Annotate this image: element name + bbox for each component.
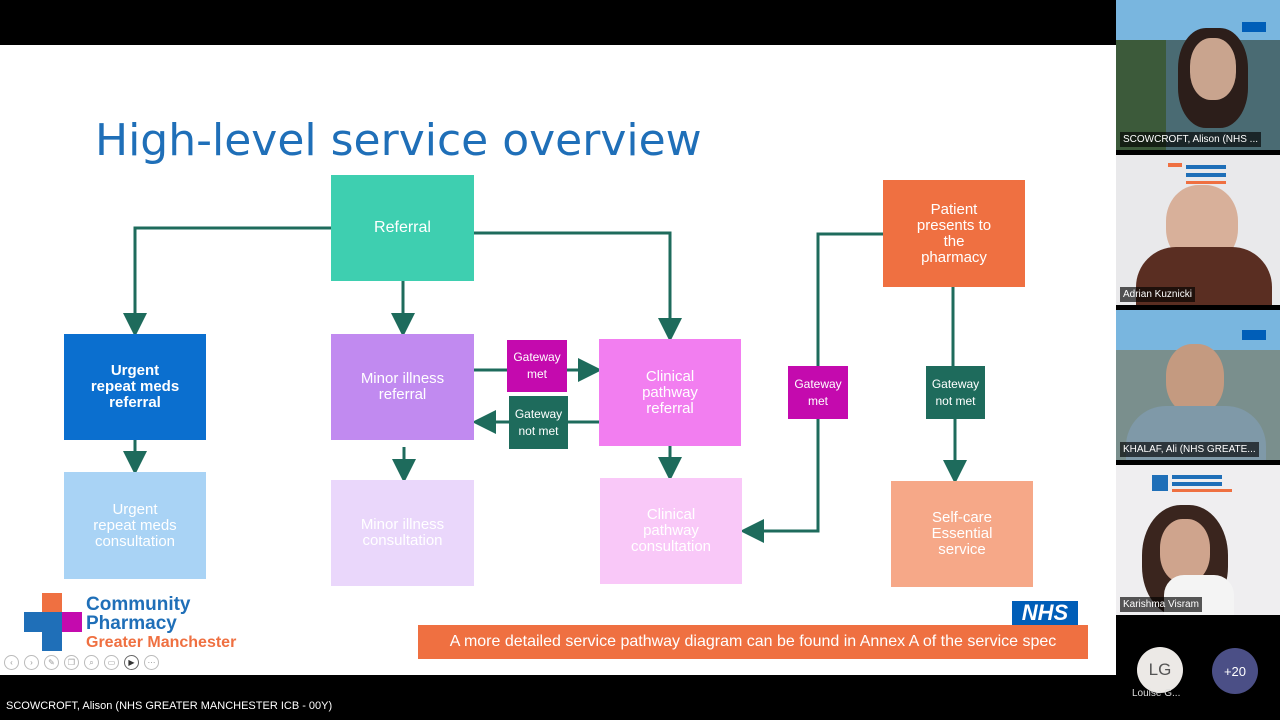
pen-icon[interactable]: ✎ [44,655,59,670]
next-icon[interactable]: › [24,655,39,670]
urgent-repeat-meds-referral-box: Urgent repeat meds referral [64,334,206,440]
participant-name: Adrian Kuznicki [1120,287,1195,302]
participant-face [1166,344,1224,414]
participant-name: KHALAF, Ali (NHS GREATE... [1120,442,1259,457]
participant-name: SCOWCROFT, Alison (NHS ... [1120,132,1262,147]
logo-line-community: Community [86,594,191,615]
annex-note-banner: A more detailed service pathway diagram … [418,625,1088,659]
slide-controls: ‹ › ✎ ❐ ⌕ ▭ ▶ ⋯ [4,655,159,670]
community-pharmacy-mini-logo-icon [1168,163,1232,187]
nhs-badge-icon [1242,22,1266,32]
more-icon[interactable]: ⋯ [144,655,159,670]
video-background [1116,40,1166,150]
participant-face [1160,519,1210,583]
presenter-caption: SCOWCROFT, Alison (NHS GREATER MANCHESTE… [6,700,333,712]
minor-illness-consultation-box: Minor illness consultation [331,480,474,586]
gateway-not-met-right-box: Gateway not met [926,366,985,419]
minor-illness-referral-box: Minor illness referral [331,334,474,440]
slide-title: High-level service overview [95,115,702,166]
participant-face [1190,38,1236,100]
community-pharmacy-mini-logo-icon [1152,473,1242,493]
previous-icon[interactable]: ‹ [4,655,19,670]
search-icon[interactable]: ⌕ [84,655,99,670]
logo-line-pharmacy: Pharmacy [86,613,177,634]
more-participants-button[interactable]: +20 [1212,648,1258,694]
nhs-badge-icon [1242,330,1266,340]
gateway-not-met-box: Gateway not met [509,396,568,449]
participant-name: Karishma Visram [1120,597,1202,612]
pharmacy-cross-icon [24,593,82,651]
gateway-met-box: Gateway met [507,340,567,392]
video-icon[interactable]: ▶ [124,655,139,670]
participant-tile[interactable]: KHALAF, Ali (NHS GREATE... [1116,310,1280,460]
urgent-repeat-meds-consultation-box: Urgent repeat meds consultation [64,472,206,579]
participant-tile[interactable]: Adrian Kuznicki [1116,155,1280,305]
shared-slide: High-level service overview Referral Urg… [0,45,1116,675]
logo-line-greater-manchester: Greater Manchester [86,634,237,651]
participant-tile[interactable]: SCOWCROFT, Alison (NHS ... [1116,0,1280,150]
gateway-met-right-box: Gateway met [788,366,848,419]
patient-presents-box: Patient presents to the pharmacy [883,180,1025,287]
participants-panel: SCOWCROFT, Alison (NHS ... Adrian Kuznic… [1116,0,1280,720]
avatar[interactable]: LG [1137,647,1183,693]
copy-icon[interactable]: ❐ [64,655,79,670]
self-care-essential-service-box: Self-care Essential service [891,481,1033,587]
clinical-pathway-consultation-box: Clinical pathway consultation [600,478,742,584]
screen-icon[interactable]: ▭ [104,655,119,670]
participant-tile[interactable]: Karishma Visram [1116,465,1280,615]
diagram-arrows [123,226,967,543]
avatar-name: Louise G... [1132,688,1181,699]
clinical-pathway-referral-box: Clinical pathway referral [599,339,741,446]
community-pharmacy-logo: Community Pharmacy Greater Manchester [24,593,236,656]
referral-box: Referral [331,175,474,281]
nhs-logo: NHS [1012,601,1078,625]
